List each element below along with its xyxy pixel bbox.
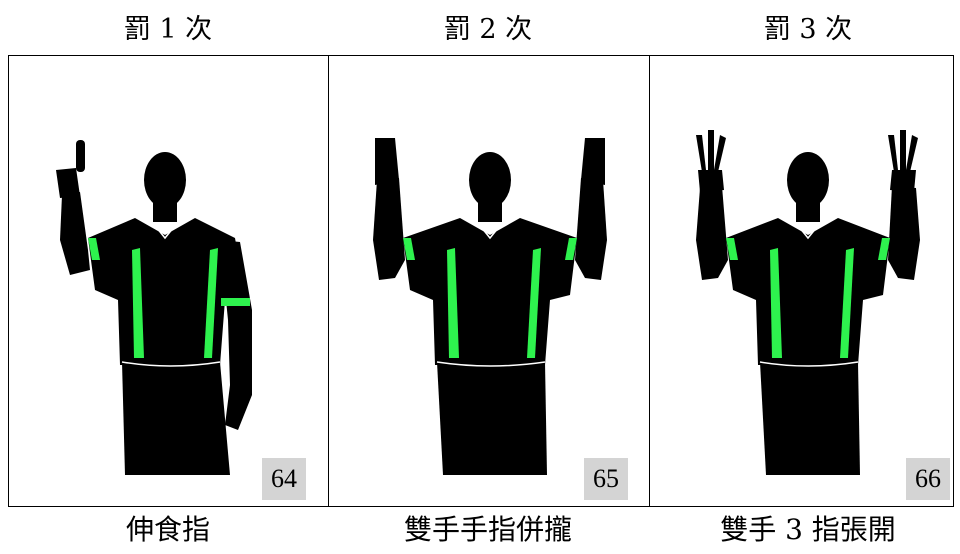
column-header-1: 罰 1 次 [123,14,213,45]
column-divider-2 [649,55,650,507]
column-caption-2: 雙手手指併攏 [403,513,572,546]
referee-figure-three-fingers [696,130,920,475]
referee-figure-both-palms [373,138,607,475]
figure-number-badge-1: 64 [262,458,306,500]
referee-figure-one-finger [56,140,252,475]
figure-number-badge-3: 66 [906,458,950,500]
column-header-2: 罰 2 次 [443,14,533,45]
figure-number-badge-2: 65 [584,458,628,500]
column-divider-1 [328,55,329,507]
column-caption-3: 雙手 3 指張開 [720,513,896,546]
column-header-3: 罰 3 次 [763,14,853,45]
column-caption-1: 伸食指 [125,513,210,546]
